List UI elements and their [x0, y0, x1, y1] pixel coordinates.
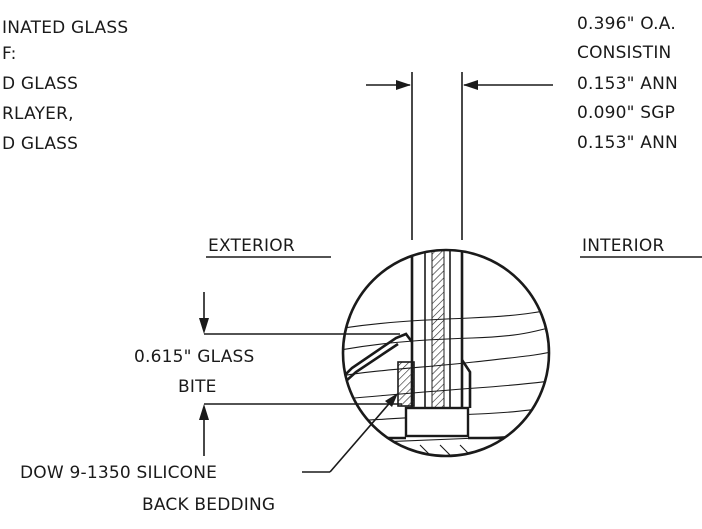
exterior-label: EXTERIOR [208, 236, 295, 256]
bite-callout-line-2: BITE [178, 377, 217, 397]
left-note-line-2: F: [2, 44, 17, 64]
right-note-line-5: 0.153" ANN [577, 133, 678, 153]
right-note-line-3: 0.153" ANN [577, 74, 678, 94]
right-note-line-4: 0.090" SGP [577, 103, 675, 123]
left-note-line-4: RLAYER, [2, 104, 74, 124]
left-note-line-5: D GLASS [2, 134, 78, 154]
glass-bite-dimension [199, 292, 402, 456]
glass-thickness-dimension [366, 72, 553, 240]
right-note-line-2: CONSISTIN [577, 43, 671, 63]
interior-label: INTERIOR [582, 236, 664, 256]
bite-callout-line-1: 0.615" GLASS [134, 347, 255, 367]
right-glass-note: 0.396" O.A. CONSISTIN 0.153" ANN 0.090" … [577, 14, 678, 153]
left-note-line-1: INATED GLASS [2, 18, 128, 38]
glazing-pocket-detail [341, 248, 551, 458]
silicone-callout-line-2: BACK BEDDING [142, 495, 275, 515]
left-note-line-3: D GLASS [2, 74, 78, 94]
left-glass-note: INATED GLASS F: D GLASS RLAYER, D GLASS [2, 18, 128, 154]
silicone-leader [302, 393, 398, 473]
right-note-line-1: 0.396" O.A. [577, 14, 676, 34]
silicone-callout-line-1: DOW 9-1350 SILICONE [20, 463, 217, 483]
